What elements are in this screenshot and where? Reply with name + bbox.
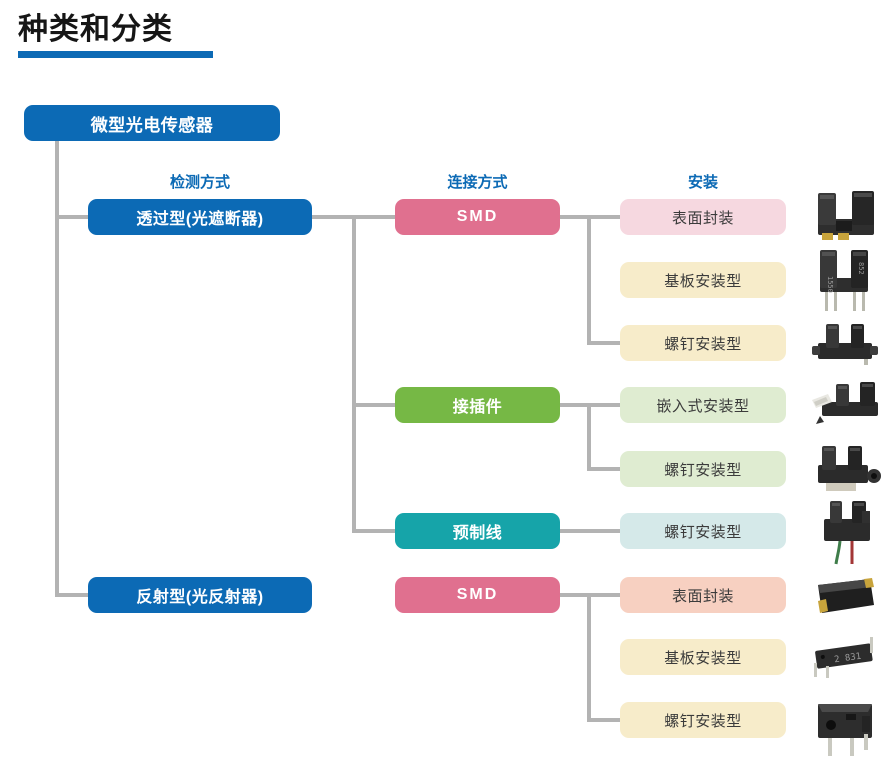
mounting-node-screw-mount-2: 螺钉安装型 — [620, 451, 786, 487]
column-header-mounting: 安装 — [687, 173, 718, 191]
svg-text:852: 852 — [857, 262, 865, 275]
connector-line — [587, 403, 591, 471]
mounting-node-embedded: 嵌入式安装型 — [620, 387, 786, 423]
mounting-node-screw-mount-1: 螺钉安装型 — [620, 325, 786, 361]
mounting-node-surface-mount-1: 表面封装 — [620, 199, 786, 235]
connection-node-connector: 接插件 — [395, 387, 560, 423]
mounting-node-surface-mount-2: 表面封装 — [620, 577, 786, 613]
mounting-node-pcb-mount-1: 基板安装型 — [620, 262, 786, 298]
connector-line — [55, 215, 90, 219]
connector-line — [587, 718, 620, 722]
mounting-node-pcb-mount-2: 基板安装型 — [620, 639, 786, 675]
svg-text:2 831: 2 831 — [834, 652, 862, 666]
mounting-node-screw-mount-3: 螺钉安装型 — [620, 513, 786, 549]
reflective-sensor-screw-photo — [818, 704, 872, 756]
slot-sensor-smd-photo — [818, 191, 874, 240]
connector-line — [587, 467, 620, 471]
column-header-detection: 检测方式 — [169, 173, 230, 191]
connector-line — [352, 529, 395, 533]
connector-line — [587, 341, 620, 345]
detection-node-reflective: 反射型(光反射器) — [88, 577, 312, 613]
connection-node-smd-2: SMD — [395, 577, 560, 613]
slot-sensor-connector-photo — [812, 382, 878, 424]
connector-line — [587, 215, 591, 345]
connector-line — [587, 593, 591, 722]
connector-line — [55, 141, 59, 597]
connector-line — [352, 403, 395, 407]
title-underline-bar — [18, 51, 213, 58]
reflective-sensor-pcb-pins-photo: 2 831 — [814, 637, 873, 678]
svg-text:1550: 1550 — [826, 276, 834, 293]
connection-node-prewired: 预制线 — [395, 513, 560, 549]
column-header-connection: 连接方式 — [447, 173, 508, 191]
reflective-sensor-smd-photo — [818, 578, 874, 613]
slot-sensor-screw-tab-photo — [812, 324, 878, 365]
connector-line — [55, 593, 90, 597]
connection-node-smd-1: SMD — [395, 199, 560, 235]
root-node-micro-photo-sensor: 微型光电传感器 — [24, 105, 280, 141]
slot-sensor-prewired-photo — [824, 501, 870, 565]
connector-line — [352, 215, 356, 533]
mounting-node-screw-mount-4: 螺钉安装型 — [620, 702, 786, 738]
connector-line — [560, 529, 620, 533]
slot-sensor-pcb-pins-photo: 1550 852 — [820, 250, 868, 311]
page-title: 种类和分类 — [18, 13, 173, 46]
detection-node-through-beam: 透过型(光遮断器) — [88, 199, 312, 235]
slot-sensor-screw-ear-photo — [818, 446, 881, 491]
